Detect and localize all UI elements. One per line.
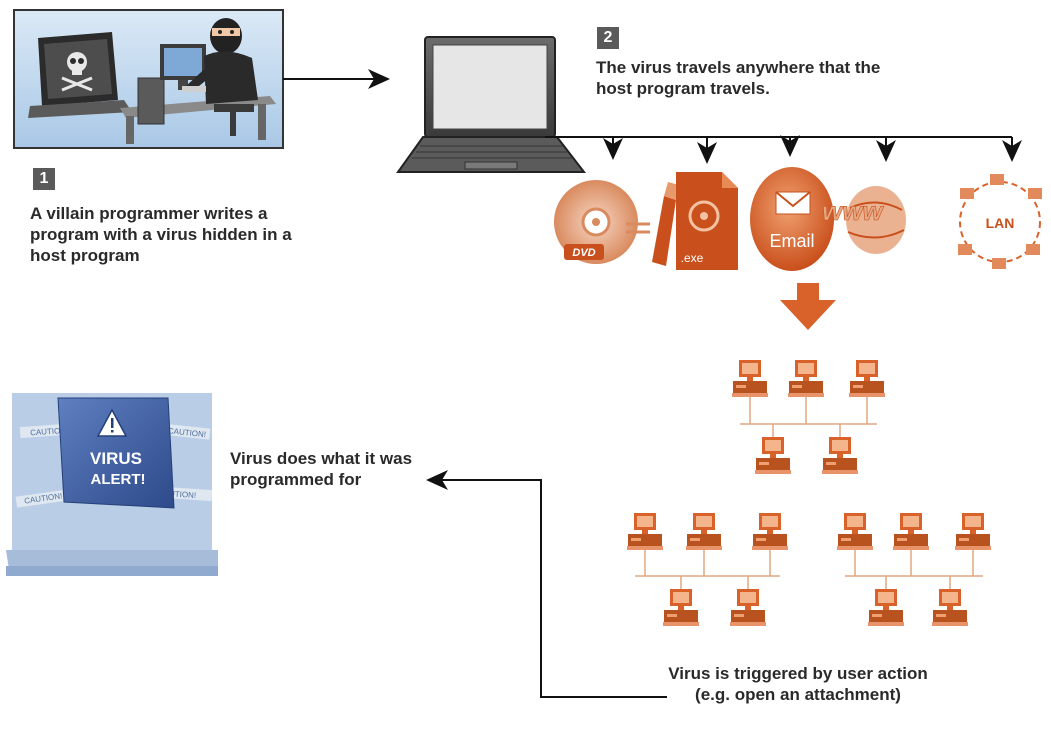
usb-drive-icon <box>652 182 679 266</box>
infected-network <box>627 360 991 626</box>
distribution-arrows <box>545 135 1022 164</box>
network-computer-13 <box>955 513 991 550</box>
villain-programmer-scene <box>13 9 284 149</box>
network-computer-12 <box>893 513 929 550</box>
network-computer-6 <box>627 513 663 550</box>
dvd-label: DVD <box>572 247 595 259</box>
exe-label: .exe <box>681 251 704 265</box>
network-computer-7 <box>686 513 722 550</box>
step-1-caption: A villain programmer writes a program wi… <box>30 204 292 265</box>
step-1-badge: 1 <box>33 168 55 190</box>
network-computer-11 <box>837 513 873 550</box>
skull-laptop-icon <box>28 32 132 118</box>
exe-file-icon: .exe <box>676 172 738 270</box>
virus-alert-laptop-icon: CAUTION! CAUTION! CAUTION! CAUTION! VIRU… <box>6 393 218 576</box>
villain-figure-icon <box>182 18 258 104</box>
caution-tape-label-1: CAUTION! <box>30 426 69 438</box>
network-computer-5 <box>822 437 858 474</box>
outcome-caption: Virus does what it was programmed for <box>230 449 413 489</box>
feedback-arrow <box>426 470 667 698</box>
caution-tape-label-4: CAUTION! <box>158 488 197 500</box>
www-label: www <box>819 196 887 226</box>
email-icon: Email <box>750 167 834 271</box>
villain-monitor-icon <box>160 44 206 90</box>
network-computer-3 <box>849 360 885 397</box>
www-globe-icon: www <box>819 186 906 254</box>
network-computer-15 <box>932 589 968 626</box>
network-computer-2 <box>788 360 824 397</box>
network-computer-4 <box>755 437 791 474</box>
caution-tape-label-2: CAUTION! <box>167 426 206 439</box>
network-computer-8 <box>752 513 788 550</box>
network-computer-1 <box>732 360 768 397</box>
down-arrow-icon <box>780 283 836 330</box>
dvd-icon: DVD <box>554 180 638 264</box>
lan-network-icon: LAN <box>958 174 1042 269</box>
trigger-caption: Virus is triggered by user action (e.g. … <box>668 664 928 704</box>
alert-line-1: VIRUS <box>90 449 142 468</box>
step-2-caption: The virus travels anywhere that the host… <box>596 58 881 98</box>
host-laptop-icon <box>396 36 587 173</box>
alert-line-2: ALERT! <box>91 471 146 488</box>
network-computer-14 <box>868 589 904 626</box>
network-computer-10 <box>730 589 766 626</box>
email-label: Email <box>769 231 814 251</box>
step-2-badge: 2 <box>597 27 619 49</box>
network-computer-9 <box>663 589 699 626</box>
lan-label: LAN <box>986 215 1015 231</box>
